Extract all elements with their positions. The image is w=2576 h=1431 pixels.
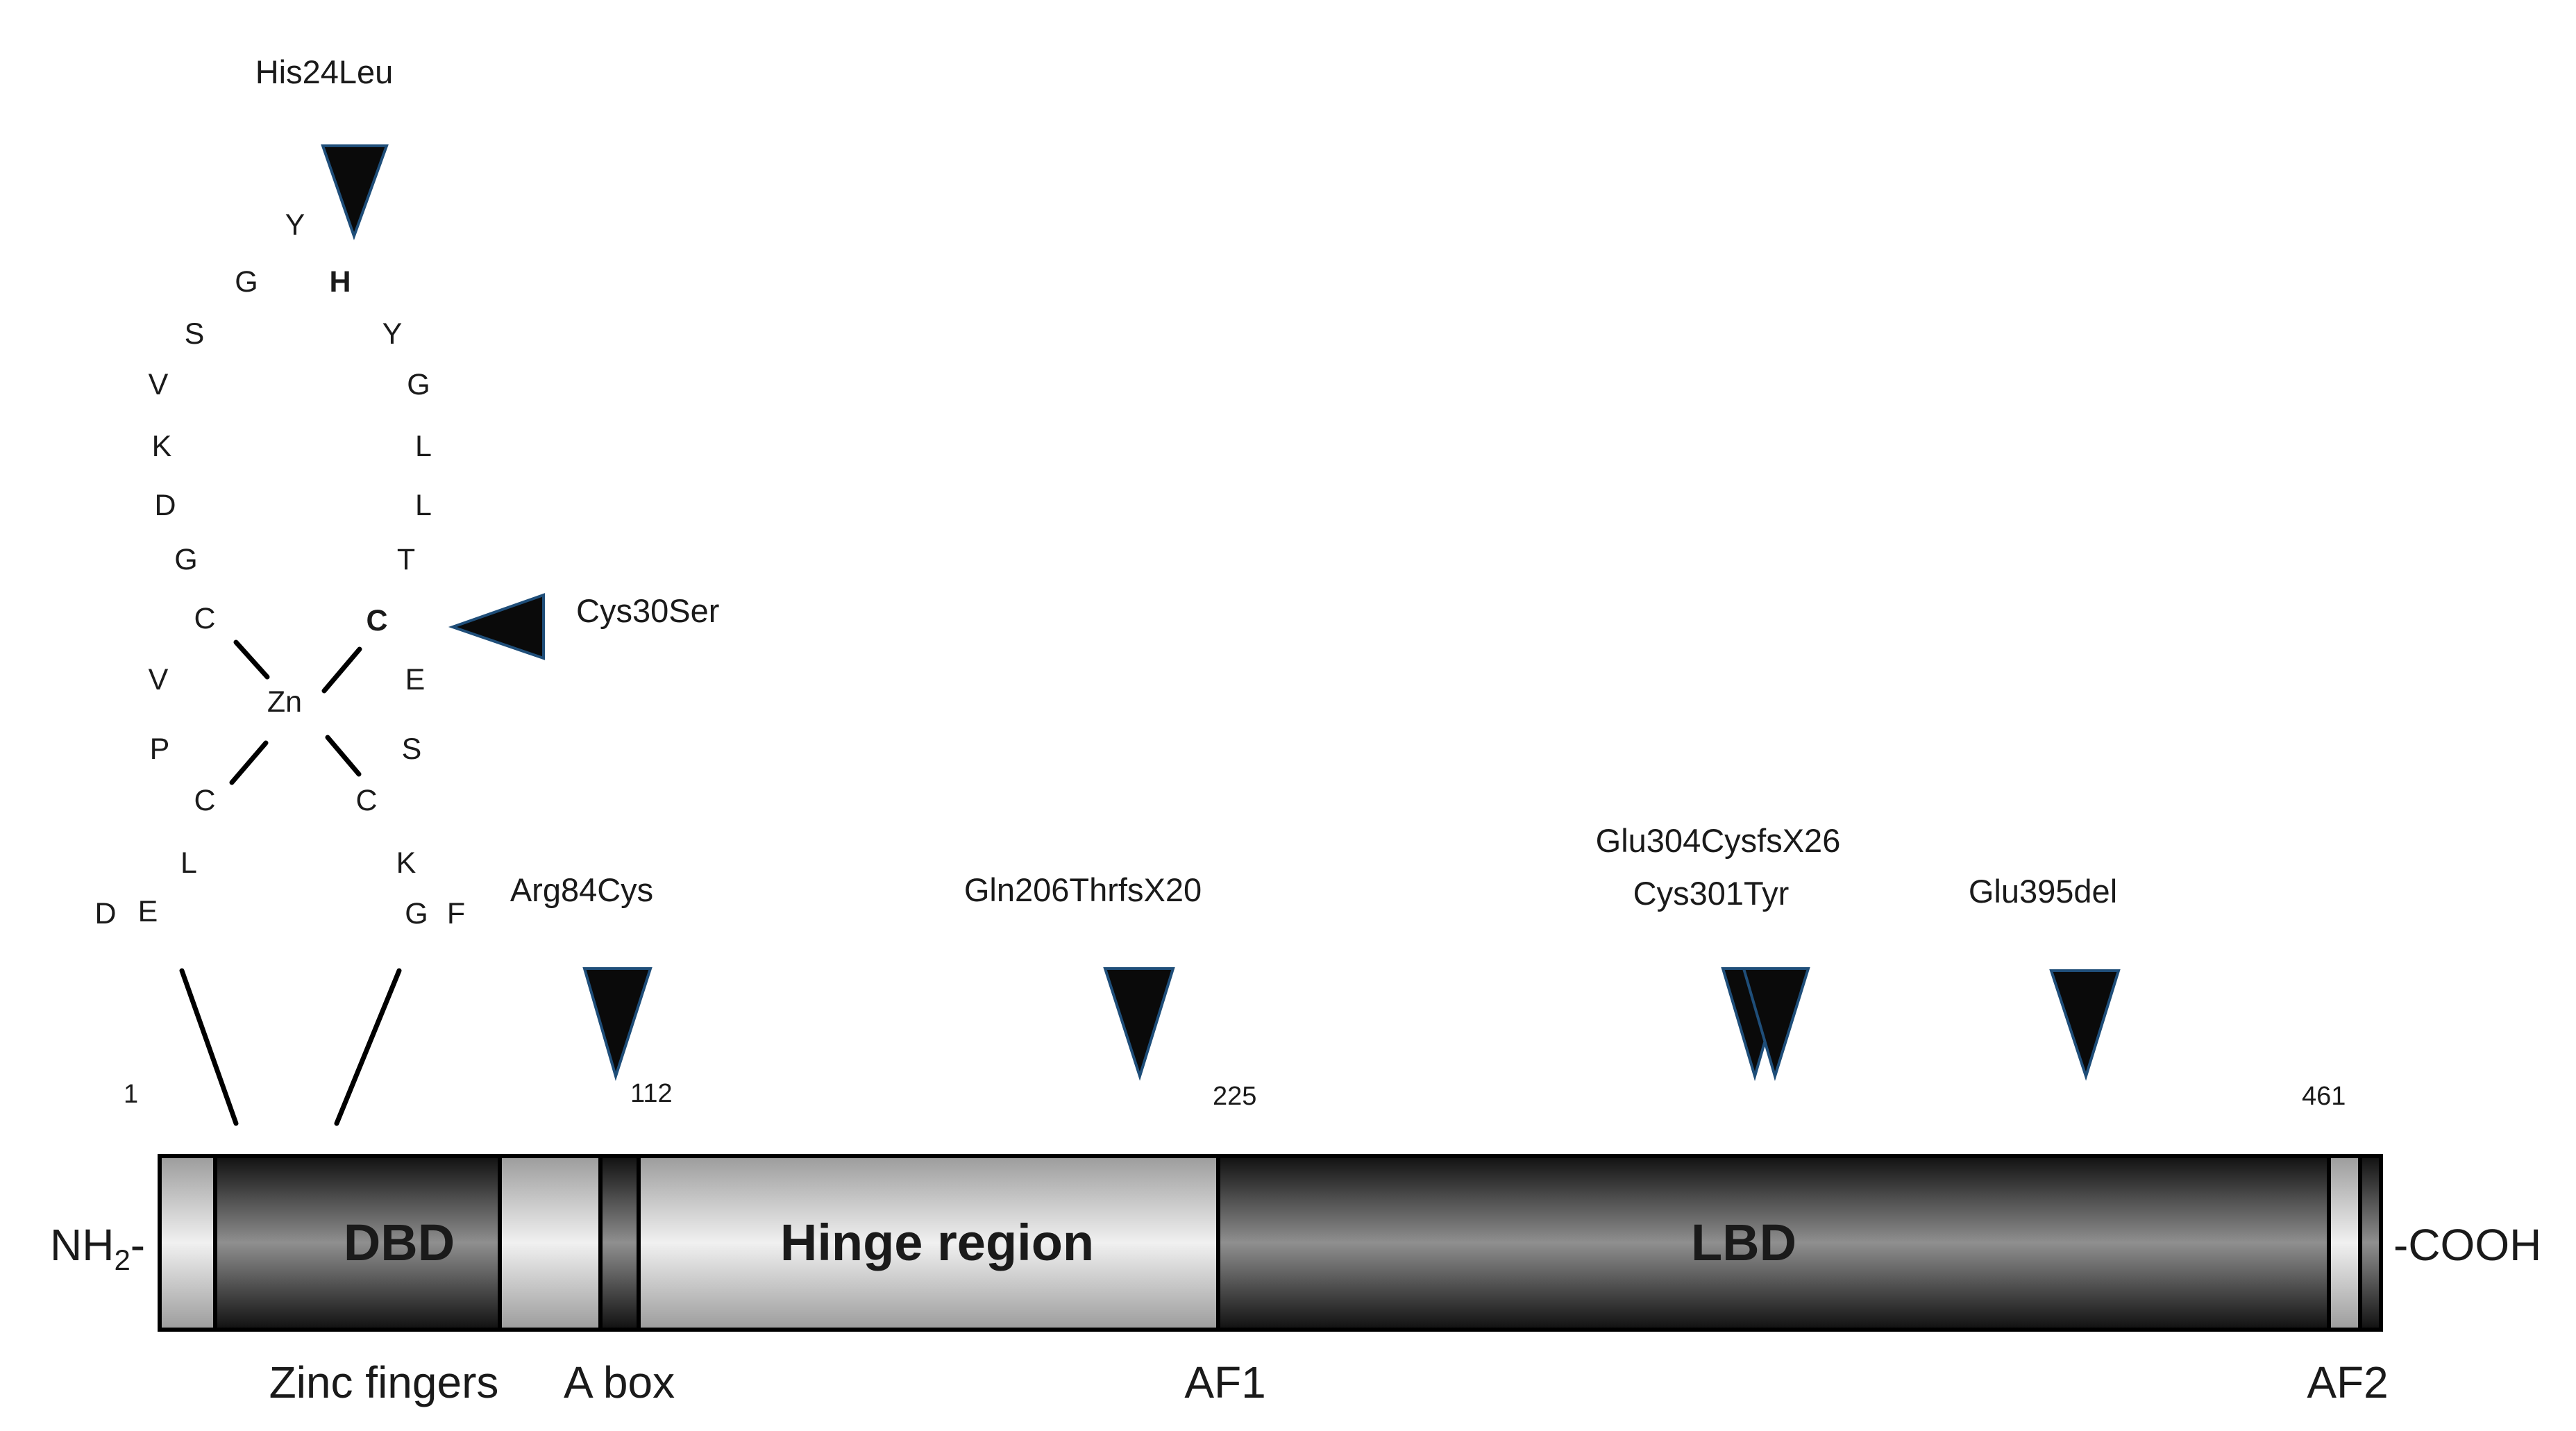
- zn-bond-upper-left: [233, 639, 270, 680]
- residue-left-v2: V: [149, 663, 169, 696]
- mutation-arrow-cys30ser: [448, 593, 545, 660]
- residue-left-y: Y: [285, 208, 305, 242]
- bar-segment-hinge: [637, 1154, 1220, 1332]
- bar-segment-lbd: [1216, 1154, 2331, 1332]
- residue-right-s: S: [402, 733, 422, 766]
- mutation-arrow-glu395del: [2049, 969, 2121, 1081]
- residue-left-l: L: [180, 846, 197, 880]
- residue-left-v: V: [149, 368, 169, 401]
- bar-segment-c-cap: [2358, 1154, 2383, 1332]
- domain-label-dbd: DBD: [344, 1214, 455, 1271]
- position-112: 112: [630, 1079, 673, 1108]
- bar-segment-dark-stripe: [598, 1154, 641, 1332]
- n-terminus-label: NH2-: [50, 1220, 145, 1276]
- zinc-finger-expansion-line-right: [334, 968, 402, 1126]
- bar-segment-dbd: [213, 1154, 502, 1332]
- mutation-label-arg84cys: Arg84Cys: [510, 871, 653, 908]
- residue-right-f: F: [447, 897, 465, 930]
- residue-left-g2: G: [174, 543, 197, 576]
- residue-left-g: G: [235, 265, 258, 299]
- mutation-arrow-gln206thrfsx20: [1103, 967, 1175, 1081]
- residue-right-t: T: [397, 543, 415, 576]
- position-461: 461: [2302, 1082, 2346, 1111]
- residue-left-k: K: [152, 430, 172, 463]
- bar-segment-a-box: [498, 1154, 603, 1332]
- c-terminus-label: -COOH: [2393, 1220, 2541, 1270]
- position-1: 1: [124, 1080, 138, 1109]
- residue-left-d: D: [154, 489, 176, 522]
- residue-right-k: K: [396, 846, 416, 880]
- label-af1: AF1: [1184, 1357, 1265, 1407]
- residue-right-h: H: [329, 265, 351, 299]
- residue-left-s: S: [185, 317, 205, 351]
- residue-left-c2: C: [194, 784, 215, 817]
- protein-bar: [158, 1154, 2383, 1332]
- label-af2: AF2: [2307, 1357, 2388, 1407]
- mutation-arrow-his24leu: [321, 144, 389, 240]
- zn-bond-lower-left: [229, 740, 269, 785]
- zinc-finger-expansion-line-left: [179, 968, 239, 1126]
- residue-left-d2: D: [94, 897, 116, 930]
- residue-right-e: E: [405, 663, 426, 696]
- residue-right-c1: C: [366, 604, 387, 637]
- mutation-label-gln206thrfsx20: Gln206ThrfsX20: [964, 871, 1202, 908]
- zn-bond-lower-right: [325, 735, 362, 777]
- label-a-box: A box: [564, 1357, 675, 1407]
- residue-right-g: G: [407, 368, 430, 401]
- zn-bond-upper-right: [321, 646, 362, 694]
- zinc-atom-label: Zn: [267, 685, 302, 719]
- residue-right-y: Y: [382, 317, 403, 351]
- position-225: 225: [1213, 1082, 1256, 1111]
- label-zinc-fingers: Zinc fingers: [269, 1357, 499, 1407]
- mutation-label-glu304cysfsx26: Glu304CysfsX26: [1596, 822, 1841, 859]
- domain-label-lbd: LBD: [1691, 1214, 1796, 1271]
- mutation-label-his24leu: His24Leu: [255, 53, 394, 90]
- mutation-label-glu395del: Glu395del: [1969, 873, 2117, 910]
- residue-left-p: P: [150, 733, 170, 766]
- bar-segment-af2: [2327, 1154, 2362, 1332]
- residue-right-l2: L: [415, 489, 432, 522]
- mutation-label-cys30ser: Cys30Ser: [576, 592, 719, 629]
- mutation-arrow-arg84cys: [582, 967, 653, 1081]
- residue-right-l: L: [415, 430, 432, 463]
- residue-left-c1: C: [194, 602, 215, 635]
- residue-left-e: E: [138, 895, 158, 928]
- mutation-label-cys301tyr: Cys301Tyr: [1633, 875, 1790, 912]
- mutation-arrow-glu304cysfsx26: [1742, 967, 1810, 1081]
- residue-right-c2: C: [355, 784, 377, 817]
- domain-label-hinge: Hinge region: [780, 1214, 1094, 1271]
- bar-segment-n-cap: [158, 1154, 217, 1332]
- residue-right-g2: G: [405, 897, 428, 930]
